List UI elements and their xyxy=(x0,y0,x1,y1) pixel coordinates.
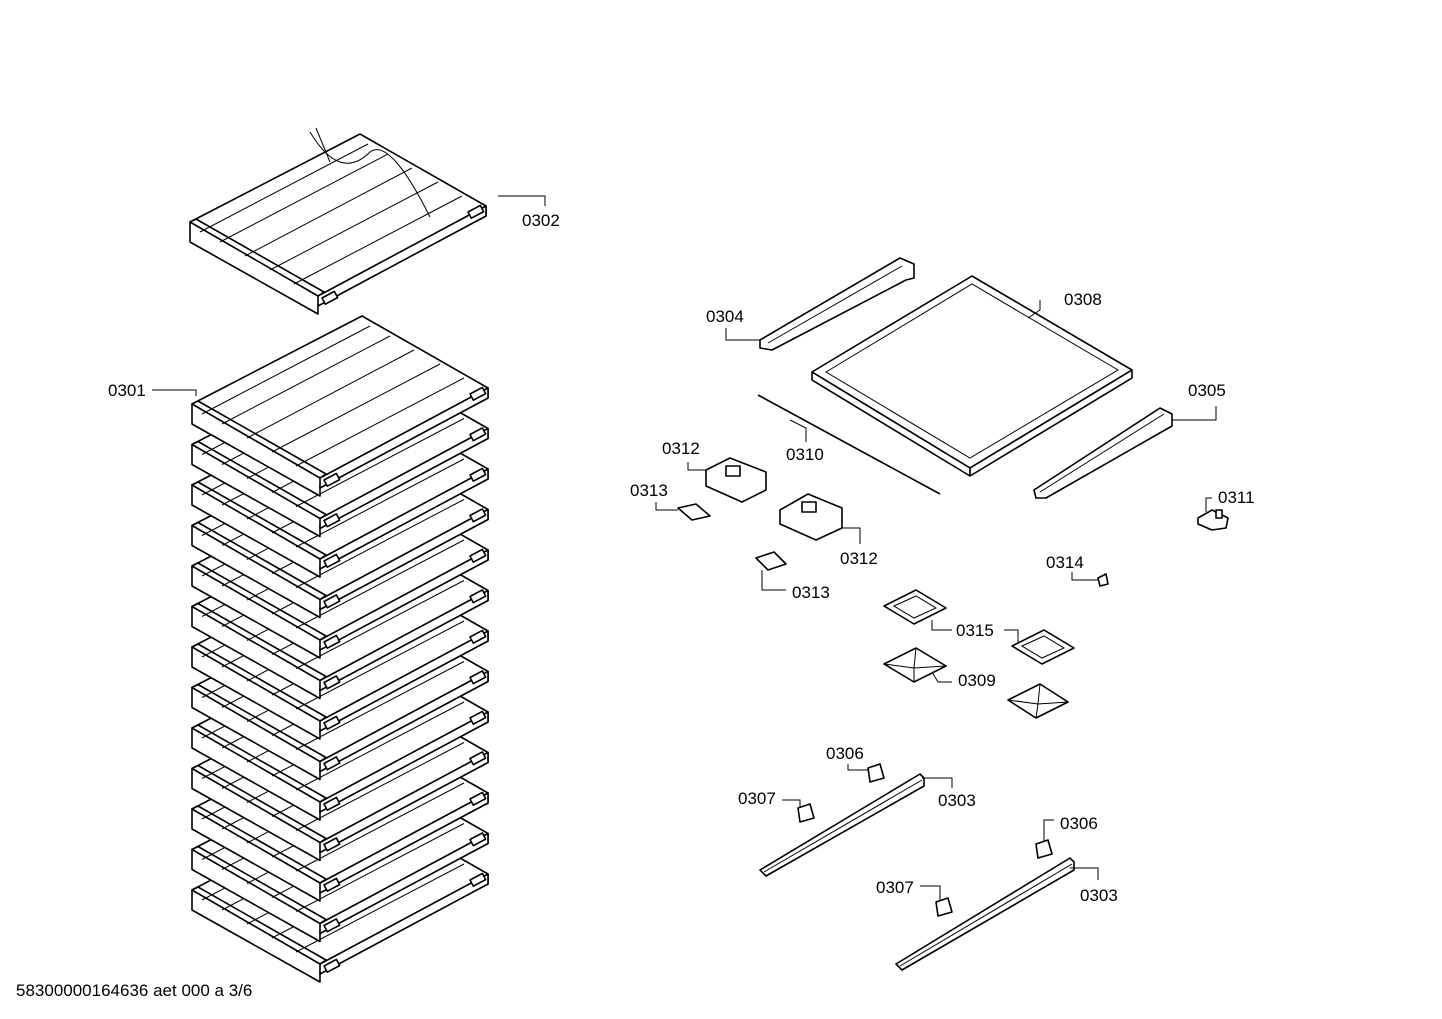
callout-0315: 0315 xyxy=(956,621,994,640)
callout-0303-bottom: 0303 xyxy=(1080,886,1118,905)
callout-0309: 0309 xyxy=(958,671,996,690)
callout-0312-bottom: 0312 xyxy=(840,549,878,568)
callout-0312-top: 0312 xyxy=(662,439,700,458)
part-0308-drawing xyxy=(811,275,1133,477)
callout-0313-bottom: 0313 xyxy=(792,583,830,602)
part-0310-drawing xyxy=(757,394,941,495)
document-id: 58300000164636 aet 000 a 3/6 xyxy=(16,981,253,1000)
part-0313b-drawing xyxy=(755,551,787,571)
part-0315a-drawing xyxy=(883,589,947,625)
part-0306b-drawing xyxy=(1035,839,1053,859)
part-0313a-drawing xyxy=(677,503,711,521)
callout-0307-top: 0307 xyxy=(738,789,776,808)
part-0309a-drawing xyxy=(883,647,947,683)
callout-0314: 0314 xyxy=(1046,553,1084,572)
callout-0305: 0305 xyxy=(1188,381,1226,400)
callout-0306-top: 0306 xyxy=(826,744,864,763)
part-0303b-drawing xyxy=(895,857,1075,971)
callout-0302: 0302 xyxy=(522,211,560,230)
part-0312b-drawing xyxy=(779,493,843,541)
callout-0311: 0311 xyxy=(1218,488,1255,507)
part-0314-drawing xyxy=(1097,573,1109,587)
part-0301-drawing xyxy=(191,315,489,983)
callout-0303-top: 0303 xyxy=(938,791,976,810)
part-0315b-drawing xyxy=(1011,629,1075,665)
part-0311-drawing xyxy=(1197,509,1229,531)
part-0304-drawing xyxy=(759,257,915,351)
part-0302-drawing xyxy=(189,127,487,315)
part-0309b-drawing xyxy=(1007,683,1069,719)
part-0303a-drawing xyxy=(759,773,925,877)
part-0307b-drawing xyxy=(935,897,953,917)
callout-0313-top: 0313 xyxy=(630,481,668,500)
leader-lines xyxy=(152,195,1217,900)
callout-0307-bottom: 0307 xyxy=(876,878,914,897)
part-0305-drawing xyxy=(1033,407,1173,499)
part-0312a-drawing xyxy=(705,457,767,503)
callout-0304: 0304 xyxy=(706,307,744,326)
part-0306a-drawing xyxy=(867,763,885,783)
callout-0306-bottom: 0306 xyxy=(1060,814,1098,833)
callout-0301: 0301 xyxy=(108,381,146,400)
callout-0310: 0310 xyxy=(786,445,824,464)
callout-0308: 0308 xyxy=(1064,290,1102,309)
part-0307a-drawing xyxy=(797,803,815,823)
